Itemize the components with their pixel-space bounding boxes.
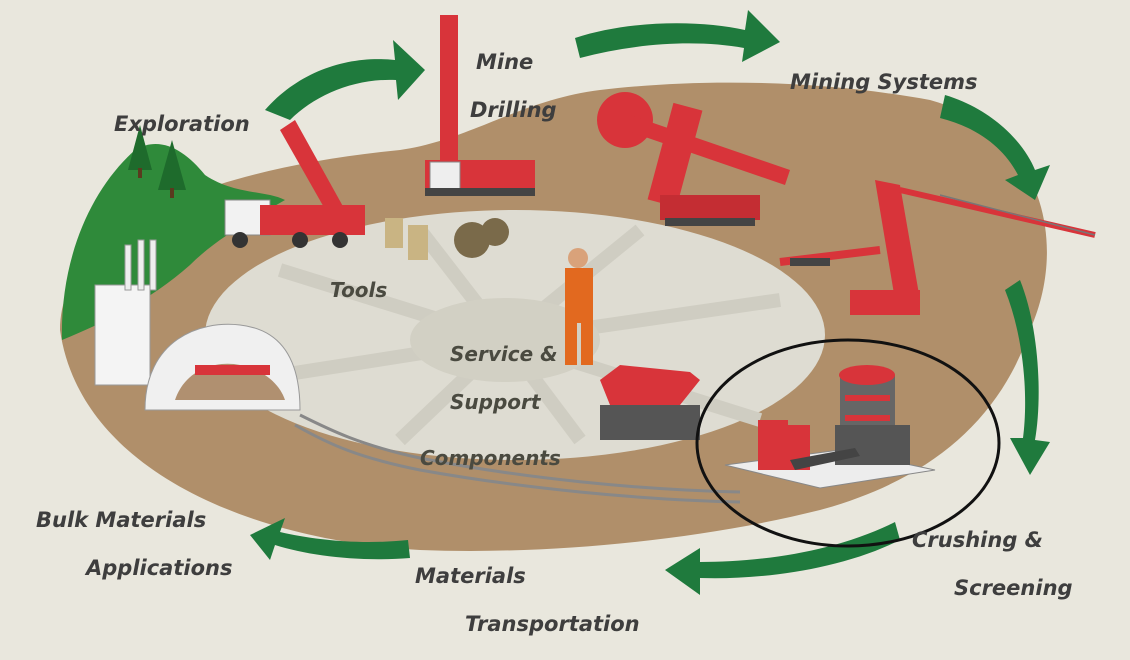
- label-bulk-materials: Bulk Materials Applications: [36, 508, 233, 580]
- label-tools: Tools: [330, 278, 388, 302]
- arrow-transport-to-bulk: [250, 518, 410, 560]
- long-conveyor: [294, 413, 741, 504]
- trees: [128, 125, 186, 198]
- arrow-exploration-to-drilling: [265, 40, 425, 120]
- process-scene: [60, 10, 1096, 595]
- process-arrows: [250, 10, 1050, 595]
- power-plant: [94, 239, 157, 386]
- arrow-drilling-to-systems: [575, 10, 780, 62]
- bucket-wheel-excavator: [597, 92, 790, 226]
- label-mine-drilling: Mine Drilling: [470, 50, 557, 122]
- drilling-rig: [425, 15, 535, 196]
- label-mining-systems: Mining Systems: [790, 70, 978, 94]
- center-hub: [410, 298, 600, 382]
- label-service-support: Service & Support: [450, 342, 558, 414]
- drill-truck: [224, 120, 365, 248]
- arrow-crushing-to-transport: [665, 522, 900, 595]
- idler-component: [600, 365, 700, 440]
- arrow-systems-to-crushing: [940, 95, 1050, 200]
- arrow-systems-right-down: [1005, 280, 1050, 475]
- mining-process-diagram: Exploration Mine Drilling Mining Systems…: [36, 10, 1096, 636]
- crushing-plant: [724, 365, 936, 489]
- label-exploration: Exploration: [114, 112, 250, 136]
- spreader: [779, 180, 1096, 315]
- tools: [385, 218, 509, 260]
- label-crushing-screening: Crushing & Screening: [912, 528, 1073, 600]
- highlight-ring: [695, 338, 1001, 548]
- label-materials-transportation: Materials Transportation: [415, 564, 640, 636]
- storage-dome: [144, 323, 301, 411]
- service-worker: [565, 248, 593, 365]
- label-components: Components: [420, 446, 561, 470]
